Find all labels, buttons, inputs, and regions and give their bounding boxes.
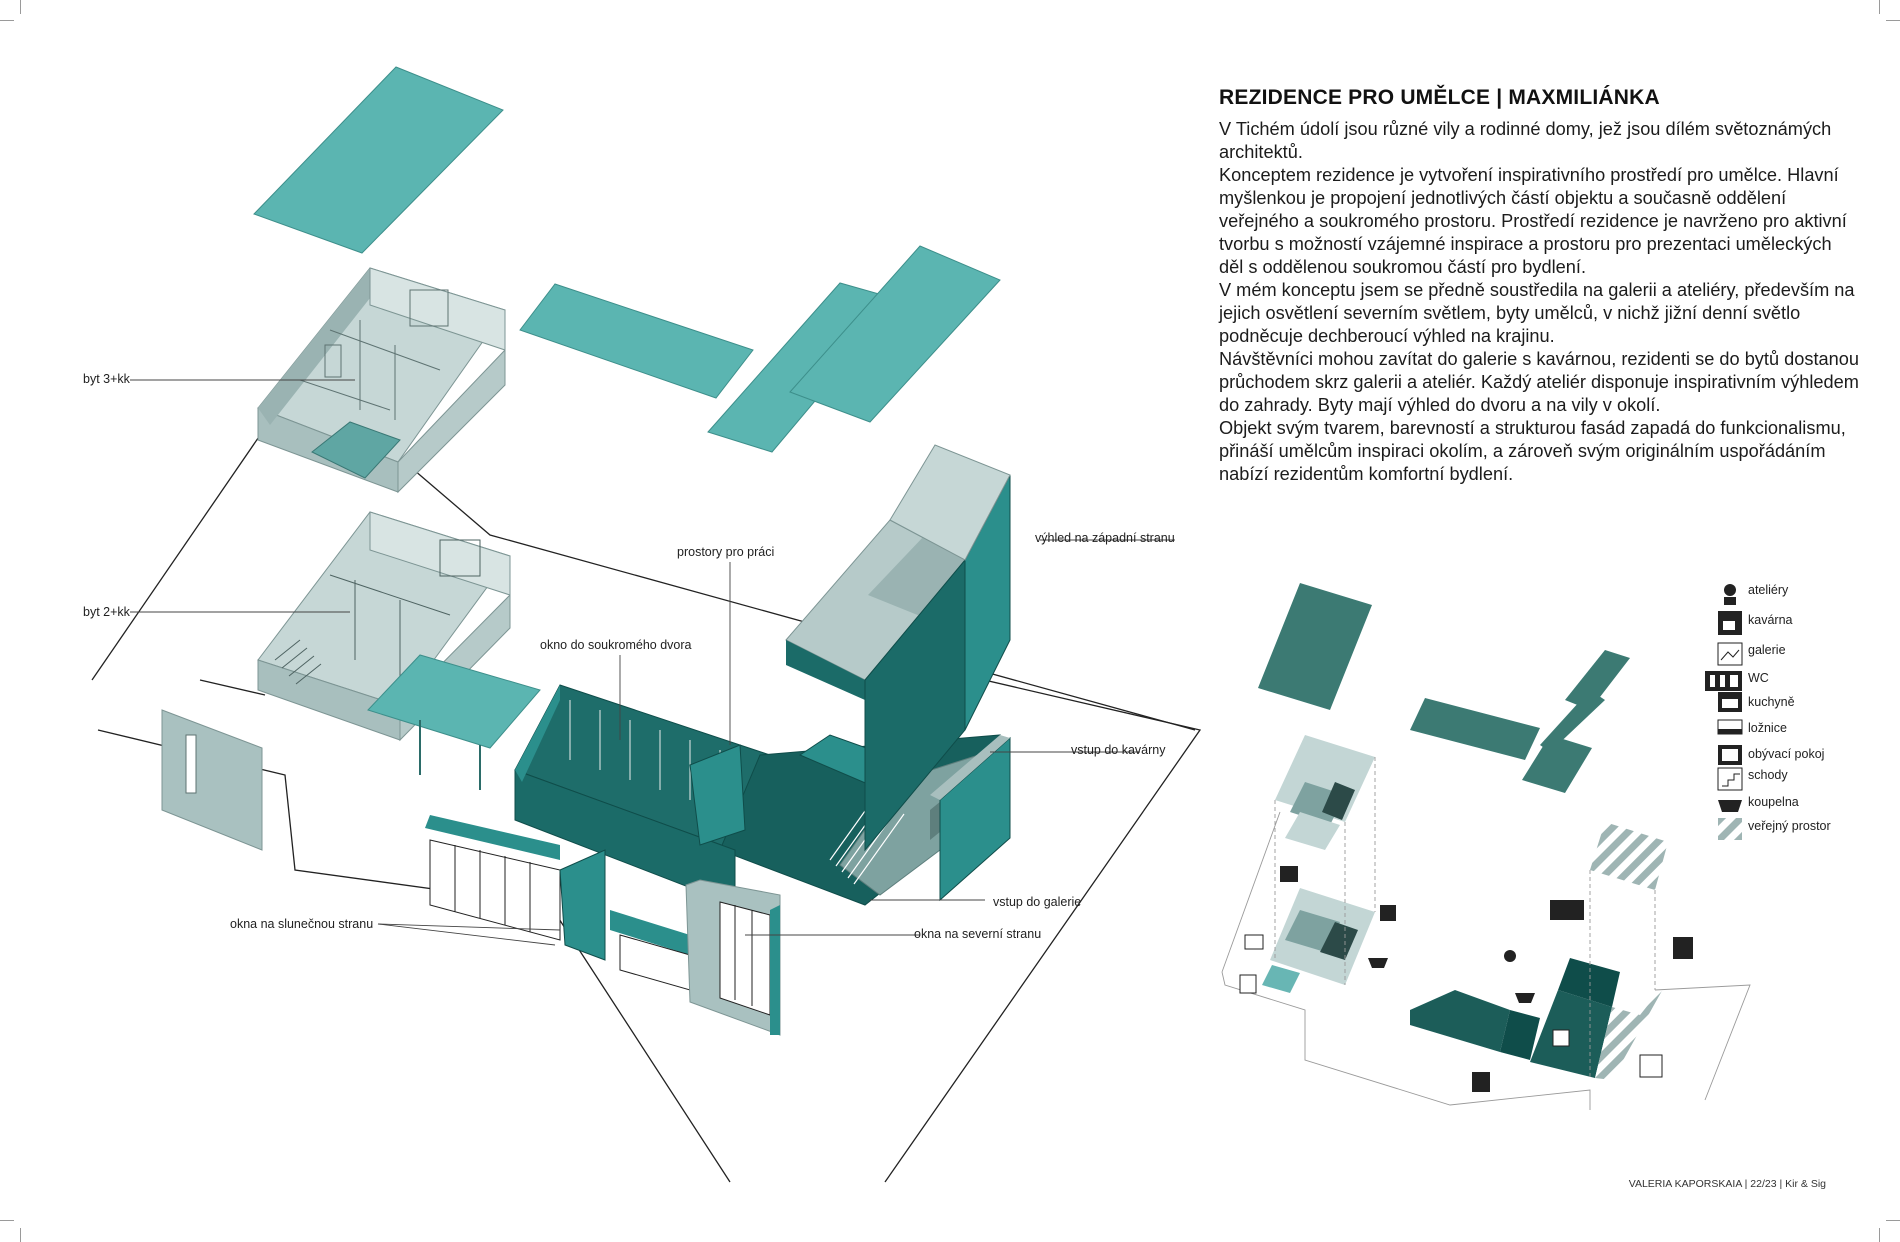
crop-mark: [1886, 20, 1900, 21]
svg-text:ložnice: ložnice: [1748, 721, 1787, 735]
svg-text:obývací pokoj: obývací pokoj: [1748, 747, 1824, 761]
stairs-icon: [1717, 767, 1743, 791]
coffee-cup-icon: [1673, 937, 1693, 959]
roof-slab-apartment: [253, 66, 504, 254]
paragraph: Objekt svým tvarem, barevností a struktu…: [1219, 418, 1846, 484]
hatch-icon: [1718, 818, 1742, 840]
stairs-icon: [1552, 1029, 1570, 1047]
svg-text:WC: WC: [1748, 671, 1769, 685]
crop-mark: [1879, 1228, 1880, 1242]
svg-text:kavárna: kavárna: [1748, 613, 1793, 627]
bust-icon: [1504, 950, 1516, 962]
label-byt-2kk: byt 2+kk: [83, 605, 131, 619]
legend-item-galerie: galerie: [1717, 642, 1786, 666]
legend-item-obyvaci-pokoj: obývací pokoj: [1718, 745, 1824, 765]
label-byt-3kk: byt 3+kk: [83, 372, 131, 386]
stairs-icon: [1239, 974, 1257, 994]
crop-mark: [0, 1220, 14, 1221]
bust-icon: [1724, 584, 1736, 596]
description: V Tichém údolí jsou různé vily a rodinné…: [1219, 118, 1859, 486]
legend-item-ateliery: ateliéry: [1724, 583, 1789, 605]
functional-plan: [1221, 583, 1751, 1110]
label-okna-slunce: okna na slunečnou stranu: [230, 917, 373, 931]
tv-icon: [1280, 866, 1298, 882]
label-prostory-pro-praci: prostory pro práci: [677, 545, 774, 559]
cafe-wall: [930, 735, 1011, 902]
svg-text:schody: schody: [1748, 768, 1788, 782]
paragraph: V mém konceptu jsem se předně soustředil…: [1219, 280, 1855, 346]
picture-icon: [1639, 1054, 1663, 1078]
page-title: REZIDENCE PRO UMĚLCE | MAXMILIÁNKA: [1219, 86, 1660, 109]
roof-slab-middle: [519, 283, 754, 399]
svg-text:koupelna: koupelna: [1748, 795, 1799, 809]
paragraph: V Tichém údolí jsou různé vily a rodinné…: [1219, 119, 1832, 162]
west-wall: [785, 444, 1011, 852]
bed-icon: [1244, 934, 1264, 950]
crop-mark: [0, 20, 14, 21]
legend-item-loznice: ložnice: [1717, 719, 1787, 735]
oven-icon: [1380, 905, 1396, 921]
paragraph: Návštěvníci mohou zavítat do galerie s k…: [1219, 349, 1859, 415]
label-vyhled-zapad: výhled na západní stranu: [1035, 531, 1175, 545]
bathtub-icon: [1368, 958, 1388, 968]
wc-icon: [1550, 900, 1584, 920]
legend-item-wc: WC: [1705, 671, 1769, 691]
svg-text:ateliéry: ateliéry: [1748, 583, 1789, 597]
bathtub-icon: [1718, 800, 1742, 812]
crop-mark: [1879, 0, 1880, 14]
legend-item-schody: schody: [1717, 767, 1788, 791]
label-okno-dvor: okno do soukromého dvora: [540, 638, 692, 652]
leader-lines: [130, 379, 1175, 946]
canopy: [367, 654, 541, 790]
roof-slabs: [253, 66, 1001, 453]
upper-floor: [257, 267, 506, 494]
legend-item-verejny-prostor: veřejný prostor: [1718, 818, 1831, 840]
legend: ateliéry kavárna galerie WC kuchyně: [1705, 583, 1831, 840]
crop-mark: [1886, 1220, 1900, 1221]
plan-icons: [1239, 866, 1693, 1092]
south-facade: [425, 815, 781, 1036]
label-vstup-galerie: vstup do galerie: [993, 895, 1081, 909]
footer-credit: VALERIA KAPORSKAIA | 22/23 | Kir & Sig: [1628, 1178, 1826, 1190]
roof-slab-right-b: [789, 245, 1001, 423]
bathtub-icon: [1515, 993, 1535, 1003]
end-wall: [161, 709, 263, 851]
crop-mark: [20, 1228, 21, 1242]
legend-item-koupelna: koupelna: [1718, 795, 1799, 812]
svg-text:kuchyně: kuchyně: [1748, 695, 1795, 709]
svg-text:galerie: galerie: [1748, 643, 1786, 657]
label-vstup-kavarna: vstup do kavárny: [1071, 743, 1166, 757]
label-okna-sever: okna na severní stranu: [914, 927, 1041, 941]
oven-icon: [1472, 1072, 1490, 1092]
legend-item-kavarna: kavárna: [1718, 611, 1793, 635]
crop-mark: [20, 0, 21, 14]
paragraph: Konceptem rezidence je vytvoření inspira…: [1219, 165, 1847, 277]
legend-item-kuchyne: kuchyně: [1718, 692, 1795, 712]
svg-text:veřejný prostor: veřejný prostor: [1748, 819, 1831, 833]
